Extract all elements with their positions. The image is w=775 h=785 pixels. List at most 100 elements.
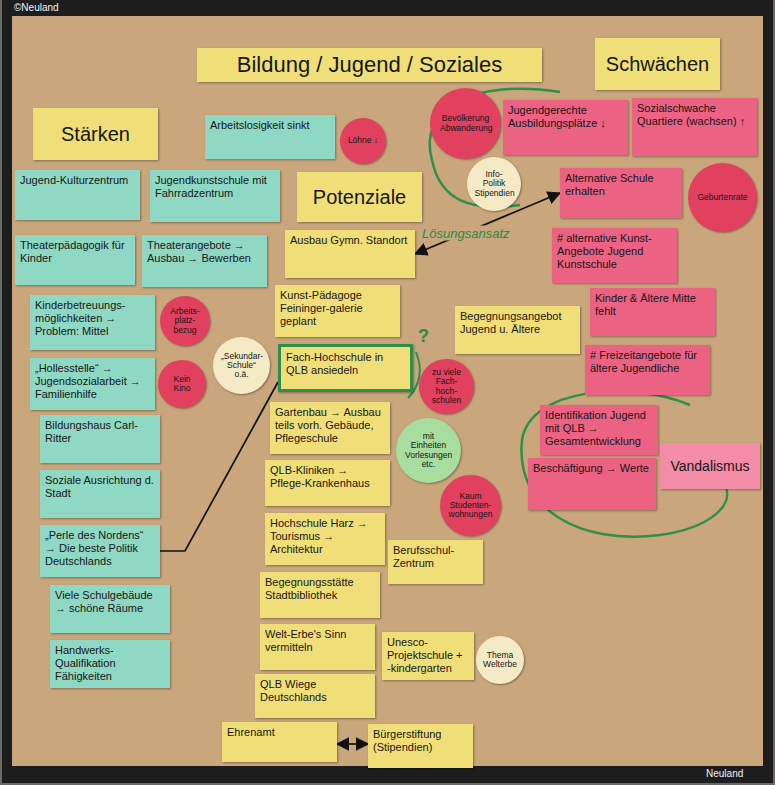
dot-card: Bevölkerung Abwanderung xyxy=(430,88,501,159)
note-text: Viele Schulgebäude → schöne Räume xyxy=(55,589,165,615)
sticky-note: QLB Wiege Deutschlands xyxy=(255,674,375,718)
note-text: Kaum Studenten-wohnungen xyxy=(449,492,493,520)
note-text: Thema Welterbe xyxy=(483,651,518,669)
sticky-note: Soziale Ausrichtung d. Stadt xyxy=(40,470,160,518)
sticky-note: Bürgerstiftung (Stipendien) xyxy=(368,724,473,768)
sticky-note: QLB-Kliniken → Pflege-Krankenhaus xyxy=(265,460,390,506)
note-text: Beschäftigung → Werte xyxy=(533,462,651,475)
sticky-note: Jugendgerechte Ausbildungsplätze ↓ xyxy=(503,100,628,155)
note-text: „Hollesstelle“ → Jugendsozialarbeit → Fa… xyxy=(35,362,150,401)
sticky-note: Kunst-Pädagoge Feininger-galerie geplant xyxy=(275,285,400,337)
note-text: Theaterangebote → Ausbau → Bewerben xyxy=(147,239,262,265)
note-text: Löhne ↓ xyxy=(347,136,380,145)
sticky-note: Theaterangebote → Ausbau → Bewerben xyxy=(142,235,267,287)
sticky-note: Viele Schulgebäude → schöne Räume xyxy=(50,585,170,633)
sticky-note: Beschäftigung → Werte xyxy=(528,458,656,510)
note-text: Unesco-Projektschule + -kindergarten xyxy=(387,636,469,675)
dot-text-holder: Bevölkerung Abwanderung xyxy=(440,114,491,132)
note-text: Bevölkerung Abwanderung xyxy=(440,114,491,132)
note-text: Alternative Schule erhalten xyxy=(565,172,677,198)
note-text: Bürgerstiftung (Stipendien) xyxy=(373,728,468,754)
dot-card: zu viele Fach-hoch-schulen xyxy=(419,359,474,414)
dot-text-holder: Geburtenrate xyxy=(698,193,748,202)
heading-card: Stärken xyxy=(33,108,158,160)
dot-card: Geburtenrate xyxy=(688,163,757,232)
dot-text-holder: Info-Politik Stipendien xyxy=(475,170,514,198)
note-text: Jugend-Kulturzentrum xyxy=(20,174,135,187)
note-text: # Freizeitangebote für ältere Jugendlich… xyxy=(590,349,705,375)
note-text: Bildungshaus Carl-Ritter xyxy=(45,419,155,445)
note-text: Jugendgerechte Ausbildungsplätze ↓ xyxy=(508,104,623,130)
sticky-note: # alternative Kunst-Angebote Jugend Kuns… xyxy=(552,228,677,283)
note-text: zu viele Fach-hoch-schulen xyxy=(427,368,467,405)
dot-text-holder: Löhne ↓ xyxy=(347,136,380,145)
heading-card: Potenziale xyxy=(297,172,422,222)
heading-text: Stärken xyxy=(61,123,130,145)
note-text: mit Einheiten Vorlesungen etc. xyxy=(405,432,452,469)
dot-card: „Sekundar-Schule“ o.ä. xyxy=(213,337,270,394)
sticky-note: Gartenbau → Ausbau teils vorh. Gebäude, … xyxy=(270,402,390,454)
sticky-note: Unesco-Projektschule + -kindergarten xyxy=(382,632,474,680)
note-text: Soziale Ausrichtung d. Stadt xyxy=(45,474,155,500)
sticky-note: „Hollesstelle“ → Jugendsozialarbeit → Fa… xyxy=(30,358,155,410)
note-text: Theaterpädagogik für Kinder xyxy=(20,239,130,265)
note-text: Kinderbetreuungs-möglichkeiten → Problem… xyxy=(35,299,150,338)
sticky-note: „Perle des Nordens“ → Die beste Politik … xyxy=(40,525,160,577)
dot-text-holder: zu viele Fach-hoch-schulen xyxy=(427,368,467,405)
watermark: ©Neuland xyxy=(14,2,59,13)
sticky-note: Kinderbetreuungs-möglichkeiten → Problem… xyxy=(30,295,155,350)
dot-text-holder: Kein Kino xyxy=(165,375,200,393)
dot-card: Löhne ↓ xyxy=(340,118,386,164)
heading-text: Schwächen xyxy=(606,53,709,75)
sticky-note: Alternative Schule erhalten xyxy=(560,168,682,218)
dot-text-holder: Thema Welterbe xyxy=(483,651,518,669)
sticky-note: Ehrenamt xyxy=(222,722,337,762)
sticky-note: Handwerks-Qualifikation Fähigkeiten xyxy=(50,640,170,688)
note-text: # alternative Kunst-Angebote Jugend Kuns… xyxy=(557,232,672,271)
note-text: QLB-Kliniken → Pflege-Krankenhaus xyxy=(270,464,385,490)
note-text: Berufsschul-Zentrum xyxy=(393,544,478,570)
sticky-note: Bildungshaus Carl-Ritter xyxy=(40,415,160,463)
watermark: Neuland xyxy=(706,768,743,779)
dot-card: Kaum Studenten-wohnungen xyxy=(440,475,501,536)
dot-text-holder: Kaum Studenten-wohnungen xyxy=(449,492,493,520)
note-text: Ausbau Gymn. Standort xyxy=(290,234,410,247)
title-card: Bildung / Jugend / Soziales xyxy=(197,48,542,82)
connector-line xyxy=(337,743,368,745)
sticky-note: Hochschule Harz → Tourismus → Architektu… xyxy=(265,513,385,565)
dot-card: mit Einheiten Vorlesungen etc. xyxy=(396,418,461,483)
heading-card: Schwächen xyxy=(595,38,720,90)
note-text: Kunst-Pädagoge Feininger-galerie geplant xyxy=(280,289,395,328)
note-text: Begegnungsstätte Stadtbibliothek xyxy=(265,576,375,602)
note-text: Gartenbau → Ausbau teils vorh. Gebäude, … xyxy=(275,406,385,445)
note-text: Geburtenrate xyxy=(698,193,748,202)
marker-note: ? xyxy=(418,326,429,347)
sticky-note: Fach-Hochschule in QLB ansiedeln xyxy=(278,344,413,392)
note-text: Vandalismus xyxy=(670,458,749,474)
note-text: „Perle des Nordens“ → Die beste Politik … xyxy=(45,529,155,568)
sticky-note: Ausbau Gymn. Standort xyxy=(285,230,415,278)
dot-text-holder: mit Einheiten Vorlesungen etc. xyxy=(405,432,452,469)
dot-card: Thema Welterbe xyxy=(476,636,524,684)
sticky-note: Begegnungsstätte Stadtbibliothek xyxy=(260,572,380,618)
sticky-note: Theaterpädagogik für Kinder xyxy=(15,235,135,285)
sticky-note: Identifikation Jugend mit QLB → Gesamten… xyxy=(540,405,658,455)
sticky-note: Vandalismus xyxy=(660,443,760,489)
note-text: Welt-Erbe's Sinn vermitteln xyxy=(265,628,370,654)
dot-card: Info-Politik Stipendien xyxy=(467,157,521,211)
note-text: Kein Kino xyxy=(165,375,200,393)
sticky-note: # Freizeitangebote für ältere Jugendlich… xyxy=(585,345,710,395)
note-text: Jugendkunstschule mit Fahrradzentrum xyxy=(155,174,275,200)
sticky-note: Berufsschul-Zentrum xyxy=(388,540,483,584)
note-text: Sozialschwache Quartiere (wachsen) ↑ xyxy=(637,102,752,128)
sticky-note: Sozialschwache Quartiere (wachsen) ↑ xyxy=(632,98,757,156)
dot-card: Kein Kino xyxy=(158,360,206,408)
kraft-paper xyxy=(12,16,763,766)
sticky-note: Begegnungsangebot Jugend u. Ältere xyxy=(455,306,580,354)
note-text: Info-Politik Stipendien xyxy=(475,170,514,198)
note-text: Kinder & Ältere Mitte fehlt xyxy=(595,292,710,318)
dot-text-holder: Arbeits-platz-bezug xyxy=(167,307,203,335)
dot-text-holder: „Sekundar-Schule“ o.ä. xyxy=(221,352,262,380)
